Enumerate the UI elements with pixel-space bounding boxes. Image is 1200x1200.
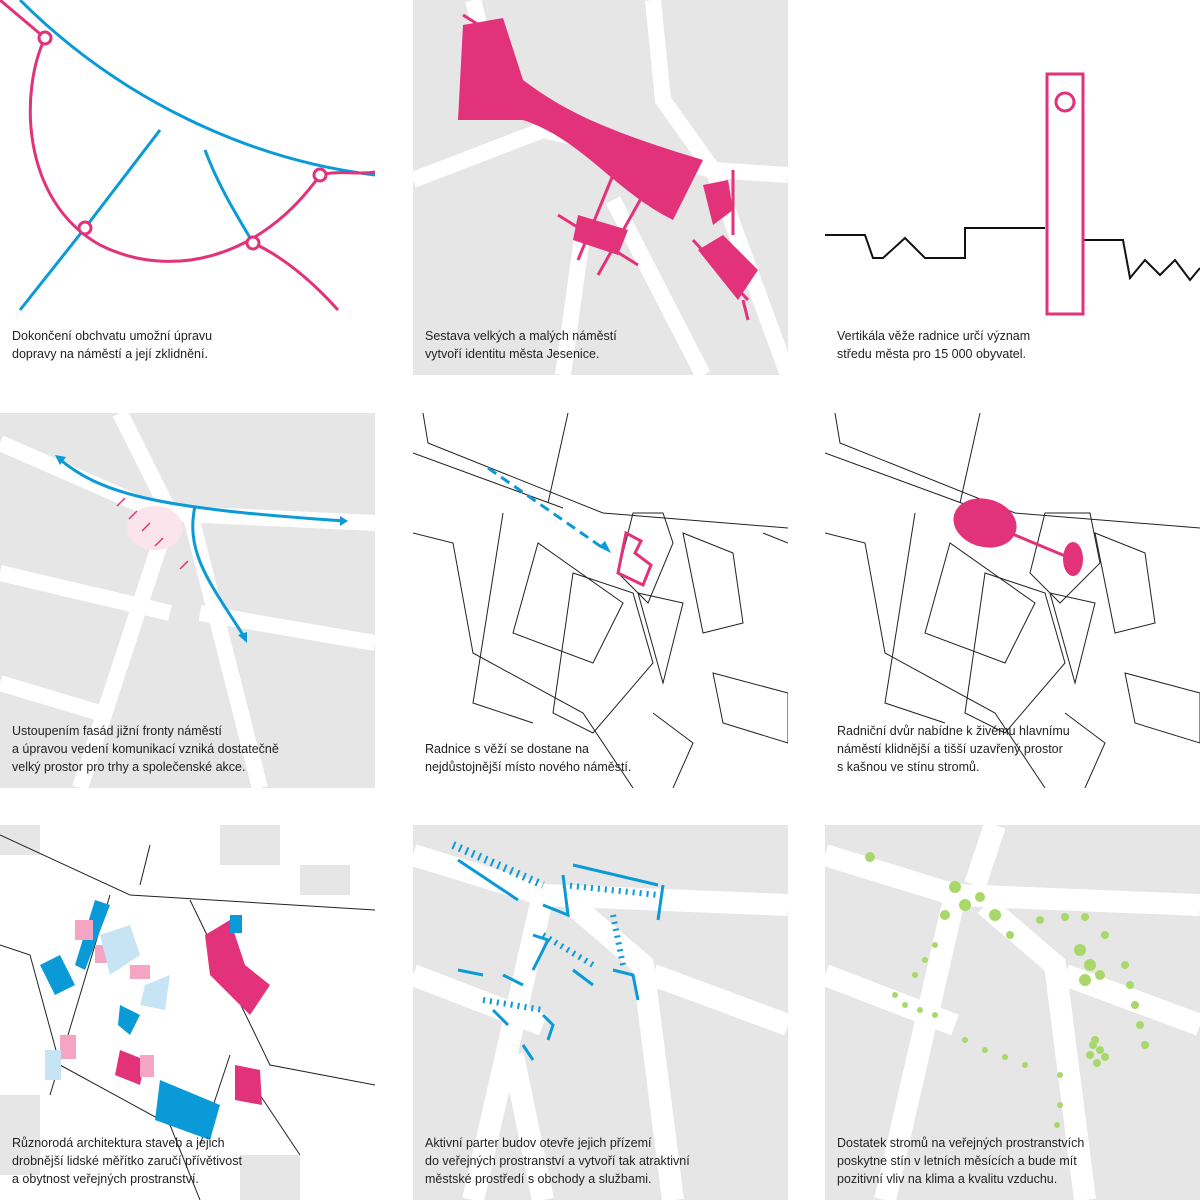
trees-diagram [825, 825, 1200, 1200]
townhall-diagram [413, 413, 788, 788]
bypass-diagram [0, 0, 375, 312]
tower-diagram [825, 72, 1200, 316]
caption: Aktivní parter budov otevře jejich příze… [425, 1136, 690, 1186]
panel-tower: Vertikála věže radnice určí význam střed… [825, 0, 1200, 375]
tree-dots [865, 852, 1149, 1128]
caption: Radnice s věží se dostane na nejdůstojně… [425, 742, 632, 774]
panel-trees: Dostatek stromů na veřejných prostranstv… [825, 825, 1200, 1200]
caption: Ustoupením fasád jižní fronty náměstí a … [12, 724, 279, 774]
panel-parter: Aktivní parter budov otevře jejich příze… [413, 825, 788, 1200]
panel-townhall: Radnice s věží se dostane na nejdůstojně… [413, 413, 788, 788]
panel-architecture: Různorodá architektura staveb a jejich d… [0, 825, 375, 1200]
caption: Dokončení obchvatu umožní úpravu dopravy… [12, 329, 213, 361]
caption: Sestava velkých a malých náměstí vytvoří… [425, 329, 617, 361]
courtyard-diagram [825, 413, 1200, 788]
caption: Radniční dvůr nabídne k živému hlavnímu … [837, 724, 1070, 774]
panel-bypass: Dokončení obchvatu umožní úpravu dopravy… [0, 0, 375, 375]
squares-diagram [413, 0, 788, 375]
caption: Dostatek stromů na veřejných prostranstv… [837, 1136, 1085, 1186]
architecture-diagram [0, 825, 375, 1200]
caption: Různorodá architektura staveb a jejich d… [12, 1136, 242, 1186]
facades-diagram [0, 413, 375, 788]
panel-courtyard: Radniční dvůr nabídne k živému hlavnímu … [825, 413, 1200, 788]
panel-squares: Sestava velkých a malých náměstí vytvoří… [413, 0, 788, 375]
parter-diagram [413, 841, 788, 1200]
panel-facades: Ustoupením fasád jižní fronty náměstí a … [0, 413, 375, 788]
caption: Vertikála věže radnice určí význam střed… [837, 329, 1031, 361]
